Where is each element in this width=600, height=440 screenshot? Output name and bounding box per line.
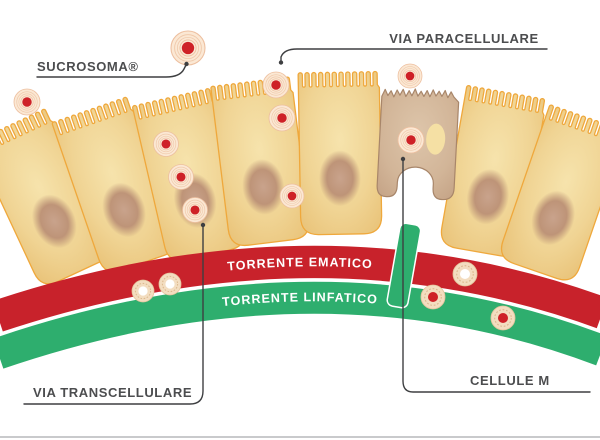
lymph-stream-caption: TORRENTE LINFATICO	[222, 290, 379, 309]
sucrosome-particle	[279, 183, 305, 209]
m-cell-lymph-duct	[386, 222, 422, 309]
paracellular-connector-line	[280, 48, 548, 61]
blood-stream-band	[0, 245, 600, 334]
m-cell-connector-line	[402, 160, 591, 393]
sucrosome-particle	[397, 126, 425, 154]
band-separator	[0, 278, 600, 337]
lymph-stream-band	[0, 280, 600, 369]
paracellular-connector-dot	[278, 60, 284, 65]
sucrosome-particle	[182, 197, 208, 223]
vesicle-particle	[490, 305, 516, 331]
sucrosome-particle	[397, 63, 423, 89]
sucrosome-particle	[153, 131, 179, 157]
m-cells-label: CELLULE M	[470, 373, 550, 388]
vesicle-particle	[158, 272, 182, 296]
vesicle-particle	[420, 284, 446, 310]
paracellular-route-label: VIA PARACELLULARE	[389, 31, 539, 46]
blood-stream-caption: TORRENTE EMATICO	[227, 255, 373, 273]
connector-lines	[23, 48, 591, 405]
sucrosome-particle	[262, 71, 290, 99]
sucrosome-particle	[170, 30, 206, 66]
m-cell-vacuole	[426, 123, 446, 155]
vesicle-particle	[452, 261, 478, 287]
transcellular-connector-dot	[200, 222, 206, 228]
sucrosoma-connector-dot	[184, 61, 189, 67]
epithelial-cell	[297, 70, 383, 236]
transcellular-connector-line	[23, 226, 204, 405]
sucrosome-particle	[168, 164, 194, 190]
sucrosome-particle	[13, 88, 41, 116]
vesicle-particle	[131, 279, 155, 303]
m-cell-connector-dot	[400, 156, 406, 162]
transcellular-route-label: VIA TRANSCELLULARE	[33, 385, 192, 400]
sucrosome-particle	[268, 104, 296, 132]
sucrosoma-connector-line	[36, 64, 187, 78]
sucrosoma-label: SUCROSOMA®	[37, 59, 139, 74]
